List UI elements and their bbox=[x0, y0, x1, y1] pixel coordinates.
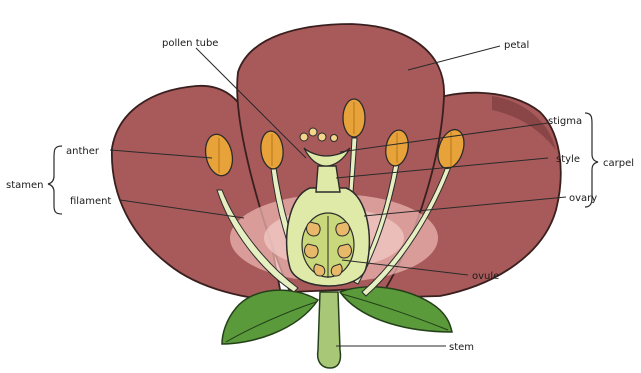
label-petal: petal bbox=[504, 40, 529, 51]
stamen-brace bbox=[48, 146, 62, 214]
pollen-grain bbox=[300, 133, 308, 141]
label-stamen: stamen bbox=[6, 180, 44, 191]
label-carpel: carpel bbox=[603, 158, 634, 169]
pollen-grain bbox=[331, 135, 338, 142]
style-body bbox=[316, 166, 340, 192]
ovule-shape bbox=[307, 222, 321, 236]
pollen-grain bbox=[309, 128, 317, 136]
label-ovary: ovary bbox=[569, 193, 597, 204]
ovule-shape bbox=[338, 244, 352, 258]
label-filament: filament bbox=[70, 196, 111, 207]
ovule-shape bbox=[336, 222, 350, 236]
stem bbox=[318, 292, 341, 368]
label-pollen-tube: pollen tube bbox=[162, 38, 218, 49]
label-stigma: stigma bbox=[548, 116, 582, 127]
label-style: style bbox=[556, 154, 580, 165]
ovule-shape bbox=[305, 244, 319, 258]
pollen-grain bbox=[318, 133, 326, 141]
label-ovule: ovule bbox=[472, 271, 499, 282]
label-anther: anther bbox=[66, 146, 100, 157]
label-stem: stem bbox=[449, 342, 474, 353]
